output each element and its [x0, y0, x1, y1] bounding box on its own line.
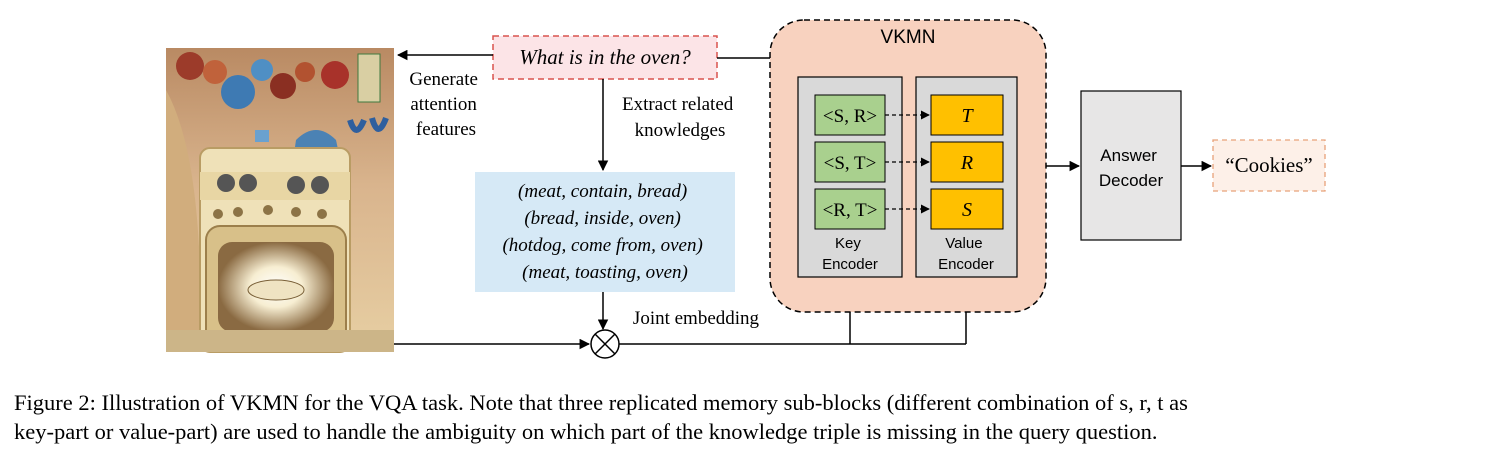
- question-text: What is in the oven?: [519, 45, 691, 69]
- knowledge-box: [475, 172, 735, 292]
- key-cell-2: [814, 141, 886, 183]
- knowledge-triple-1: (meat, contain, bread): [518, 181, 687, 202]
- value-encoder-label-line-2: Encoder: [938, 256, 994, 273]
- value-text-3: S: [962, 199, 972, 221]
- joint-embedding-node: [590, 329, 620, 359]
- key-cell-1: [814, 94, 886, 136]
- joint-embedding-label: Joint embedding: [633, 308, 760, 329]
- knowledge-triple-3: (hotdog, come from, oven): [502, 235, 702, 256]
- value-encoder-label: Value Encoder: [938, 235, 994, 273]
- key-cell-3: [814, 188, 886, 230]
- attention-label-line-1: Generate: [409, 69, 478, 90]
- answer-decoder-label-line-2: Decoder: [1099, 171, 1164, 190]
- answer-decoder-label: Answer Decoder: [1099, 146, 1164, 190]
- value-encoder-label-line-1: Value: [945, 235, 982, 252]
- oven-image: [166, 48, 394, 353]
- answer-box: [1212, 139, 1326, 192]
- caption-line-1: Figure 2: Illustration of VKMN for the V…: [14, 390, 1188, 415]
- key-encoder-label-line-2: Encoder: [822, 256, 878, 273]
- knowledge-triple-4: (meat, toasting, oven): [522, 262, 688, 283]
- key-text-1: <S, R>: [823, 106, 877, 127]
- extract-label: Extract related knowledges: [622, 94, 738, 141]
- knowledge-triple-2: (bread, inside, oven): [524, 208, 681, 229]
- value-text-1: T: [961, 105, 974, 127]
- answer-text: “Cookies”: [1225, 153, 1312, 177]
- caption-line-2: key-part or value-part) are used to hand…: [14, 419, 1158, 444]
- key-encoder-label: Key Encoder: [822, 235, 878, 273]
- attention-label-line-3: features: [416, 119, 476, 140]
- key-text-2: <S, T>: [824, 153, 877, 174]
- answer-decoder: [1080, 90, 1182, 241]
- extract-label-line-1: Extract related: [622, 94, 734, 115]
- key-encoder-label-line-1: Key: [835, 235, 861, 252]
- vkmn-title: VKMN: [881, 27, 936, 48]
- attention-label: Generate attention features: [409, 69, 482, 140]
- answer-decoder-label-line-1: Answer: [1100, 146, 1157, 165]
- value-cell-3: [930, 188, 1004, 230]
- attention-label-line-2: attention: [410, 94, 477, 115]
- value-cell-2: [930, 141, 1004, 183]
- figure-caption: Figure 2: Illustration of VKMN for the V…: [14, 388, 1490, 446]
- value-cell-1: [930, 94, 1004, 136]
- key-text-3: <R, T>: [823, 200, 878, 221]
- extract-label-line-2: knowledges: [635, 120, 726, 141]
- knowledge-triples: (meat, contain, bread) (bread, inside, o…: [502, 181, 707, 283]
- value-text-2: R: [960, 152, 973, 174]
